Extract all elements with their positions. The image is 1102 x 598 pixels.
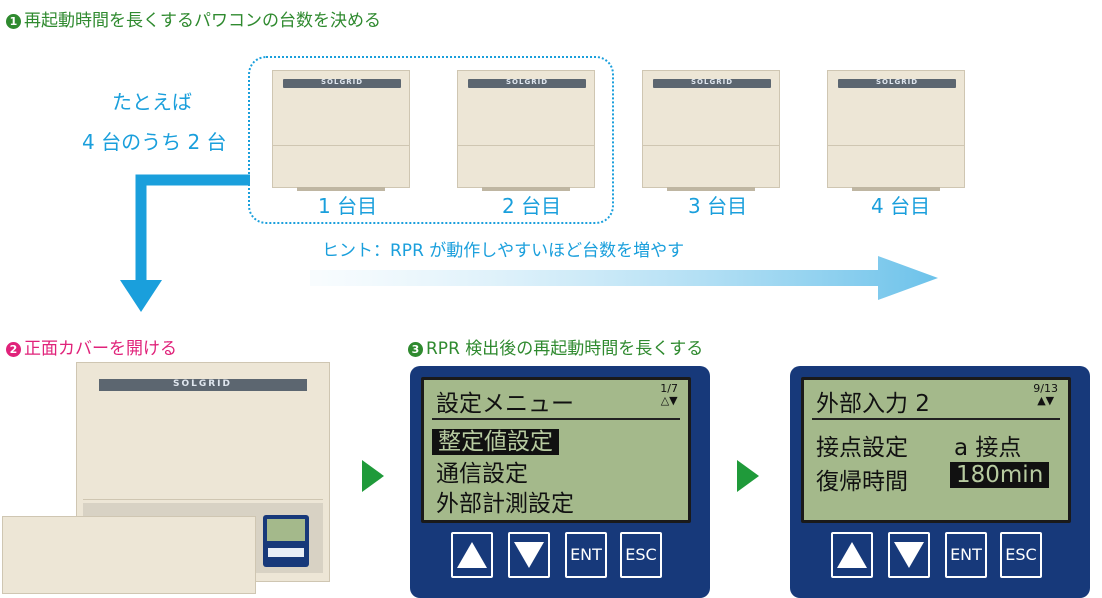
step1-badge: 1	[6, 14, 21, 29]
hint-text: ヒント：RPR が動作しやすいほど台数を増やす	[322, 241, 685, 261]
next-arrow-2	[737, 460, 759, 492]
mini-control-panel	[263, 515, 309, 567]
up-button[interactable]	[451, 532, 493, 578]
lcd-row1-label: 接点設定	[816, 435, 908, 461]
down-button[interactable]	[508, 532, 550, 578]
unit-brand-plate: SOLGRID	[653, 78, 771, 88]
down-arrow-icon	[894, 542, 924, 568]
esc-button[interactable]: ESC	[1000, 532, 1042, 578]
example-line1: たとえば	[112, 90, 192, 114]
step3-title-text: RPR 検出後の再起動時間を長くする	[426, 339, 704, 359]
lcd-row2-label: 復帰時間	[816, 469, 908, 495]
lcd-menu-item-2: 通信設定	[436, 461, 528, 487]
pcs-unit-2: SOLGRID	[457, 70, 595, 191]
lcd-page-indicator: 1/7△▼	[660, 382, 678, 407]
next-arrow-1	[362, 460, 384, 492]
pcs-unit-4: SOLGRID	[827, 70, 965, 191]
example-line2: 4 台のうち 2 台	[82, 130, 227, 154]
pcs-unit-1: SOLGRID	[272, 70, 410, 191]
unit-label-3: 3 台目	[688, 194, 748, 218]
hint-arrow	[300, 254, 942, 304]
up-button[interactable]	[831, 532, 873, 578]
down-arrow-icon	[514, 542, 544, 568]
up-arrow-icon	[837, 542, 867, 568]
pcs-unit-3: SOLGRID	[642, 70, 780, 191]
step3-badge: 3	[408, 342, 423, 357]
esc-button[interactable]: ESC	[620, 532, 662, 578]
lcd-screen-menu: 設定メニュー 1/7△▼ 整定値設定 通信設定 外部計測設定	[421, 377, 691, 523]
lcd-page-indicator: 9/13▲▼	[1033, 382, 1058, 407]
lcd-menu-item-1: 整定値設定	[432, 422, 559, 456]
lcd-menu-item-3: 外部計測設定	[436, 491, 574, 517]
lcd-row2-value: 180min	[950, 462, 1050, 488]
unit-brand-plate: SOLGRID	[468, 78, 586, 88]
removed-front-cover	[2, 516, 256, 594]
up-arrow-icon	[457, 542, 487, 568]
step2-title-text: 正面カバーを開ける	[24, 339, 177, 359]
selection-box	[248, 56, 614, 224]
lcd-menu-header: 設定メニュー	[436, 391, 574, 417]
lcd-row1-value: a 接点	[954, 435, 1022, 461]
down-button[interactable]	[888, 532, 930, 578]
ent-button[interactable]: ENT	[945, 532, 987, 578]
unit-label-1: 1 台目	[318, 194, 378, 218]
unit-brand-plate: SOLGRID	[99, 379, 307, 391]
unit-brand-plate: SOLGRID	[838, 78, 956, 88]
step1-title-text: 再起動時間を長くするパワコンの台数を決める	[24, 11, 381, 31]
unit-label-2: 2 台目	[502, 194, 562, 218]
lcd-panel-menu: 設定メニュー 1/7△▼ 整定値設定 通信設定 外部計測設定 ENT ESC	[410, 366, 710, 598]
ent-button[interactable]: ENT	[565, 532, 607, 578]
lcd-screen-setting: 外部入力 2 9/13▲▼ 接点設定 a 接点 復帰時間 180min	[801, 377, 1071, 523]
lcd-setting-header: 外部入力 2	[816, 391, 930, 417]
lcd-panel-setting: 外部入力 2 9/13▲▼ 接点設定 a 接点 復帰時間 180min ENT …	[790, 366, 1090, 598]
unit-brand-plate: SOLGRID	[283, 78, 401, 88]
step2-badge: 2	[6, 342, 21, 357]
unit-label-4: 4 台目	[871, 194, 931, 218]
down-arrow	[0, 0, 260, 320]
